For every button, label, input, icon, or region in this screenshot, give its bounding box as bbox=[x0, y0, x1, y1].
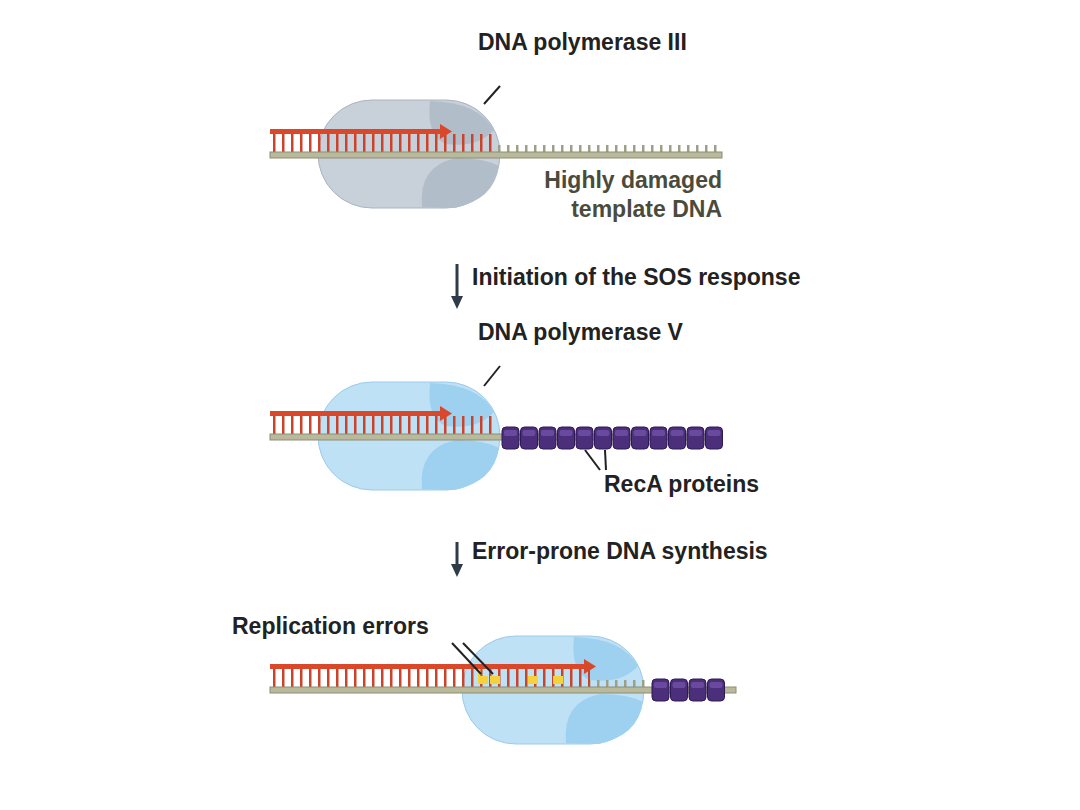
reca-protein bbox=[595, 427, 612, 449]
reca-protein bbox=[669, 427, 686, 449]
template-label: Highly damaged template DNA bbox=[492, 166, 722, 224]
polymerase-label: DNA polymerase III bbox=[478, 28, 687, 57]
reca-protein bbox=[502, 427, 519, 449]
polymerase-label: DNA polymerase V bbox=[478, 318, 683, 347]
reca-protein bbox=[539, 427, 556, 449]
reca-protein bbox=[708, 679, 725, 701]
reca-protein bbox=[521, 427, 538, 449]
reca-protein bbox=[558, 427, 575, 449]
reca-protein bbox=[687, 427, 704, 449]
reca-protein bbox=[632, 427, 649, 449]
reca-protein bbox=[613, 427, 630, 449]
protein-label: RecA proteins bbox=[604, 470, 759, 499]
step-label: Error-prone DNA synthesis bbox=[472, 537, 768, 566]
reca-protein bbox=[652, 679, 669, 701]
reca-protein bbox=[689, 679, 706, 701]
reca-protein bbox=[671, 679, 688, 701]
reca-protein bbox=[706, 427, 723, 449]
reca-protein bbox=[650, 427, 667, 449]
error-label: Replication errors bbox=[232, 612, 429, 641]
step-label: Initiation of the SOS response bbox=[472, 263, 800, 292]
reca-protein bbox=[576, 427, 593, 449]
